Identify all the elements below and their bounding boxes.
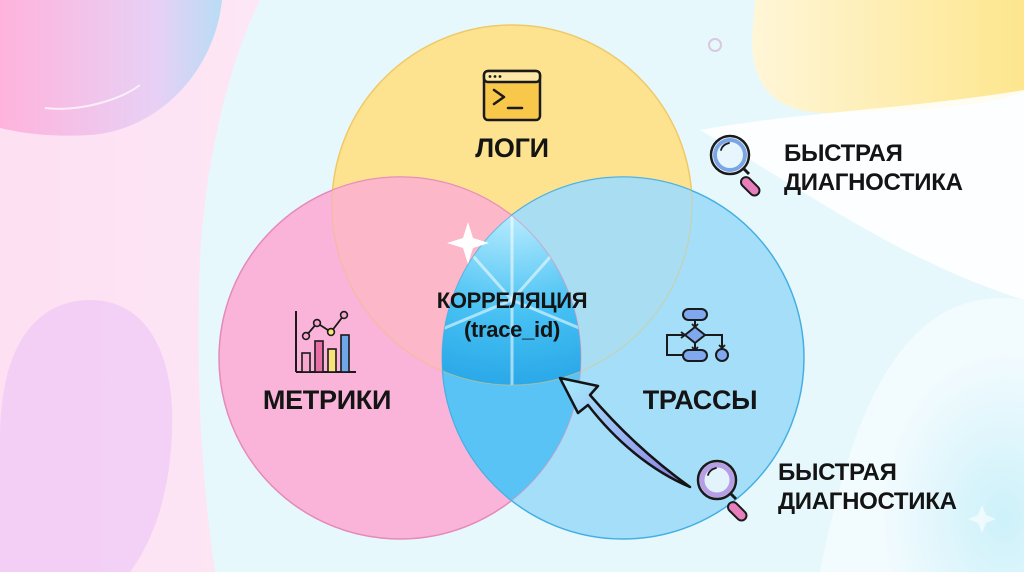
terminal-window-icon <box>482 69 542 122</box>
callout-bottom-line2: ДИАГНОСТИКА <box>778 488 957 515</box>
magnifier-icon <box>709 134 761 197</box>
magnifier-icon <box>696 459 748 522</box>
small-ring-decoration <box>708 38 722 52</box>
callout-bottom: БЫСТРАЯ ДИАГНОСТИКА <box>778 458 957 516</box>
callout-top-line2: ДИАГНОСТИКА <box>784 169 963 196</box>
metrics-label: МЕТРИКИ <box>262 385 392 415</box>
sparkle-decoration <box>968 505 996 533</box>
logs-label: ЛОГИ <box>475 133 549 163</box>
pointer-arrow-icon <box>558 376 692 489</box>
callout-top-line1: БЫСТРАЯ <box>784 140 903 167</box>
traces-label: ТРАССЫ <box>642 385 758 415</box>
callout-bottom-line1: БЫСТРАЯ <box>778 459 897 486</box>
correlation-title: КОРРЕЛЯЦИЯ <box>436 288 588 313</box>
correlation-subtitle: (trace_id) <box>463 317 561 342</box>
callout-top: БЫСТРАЯ ДИАГНОСТИКА <box>784 139 963 197</box>
sparkle-icon <box>447 222 489 264</box>
bar-line-chart-icon <box>295 310 356 373</box>
flowchart-icon <box>666 308 729 362</box>
